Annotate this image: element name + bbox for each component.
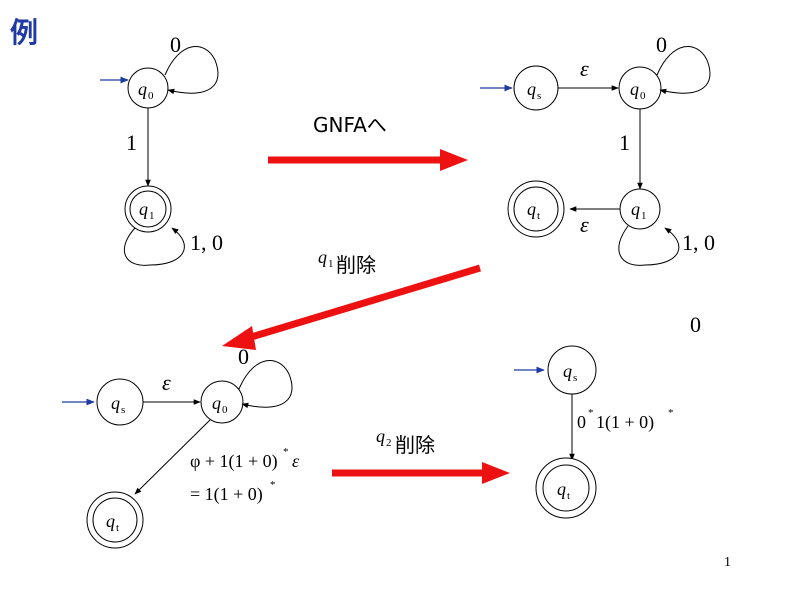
- state-q0-subscript: 0: [148, 90, 154, 102]
- state-qt-3-symbol: q: [106, 511, 115, 531]
- expr1-line2: = 1(1 + 0): [190, 484, 263, 505]
- label-to-gnfa: GNFAへ: [313, 113, 387, 137]
- final-expr-star1: *: [588, 407, 594, 419]
- label-remove-q2-subscript: 2: [386, 437, 392, 449]
- transform-arrow-remove-q1-head: [222, 326, 256, 350]
- state-qt-4-symbol: q: [557, 479, 566, 499]
- state-qs-3-subscript: s: [121, 404, 125, 416]
- state-qs-subscript: s: [537, 90, 541, 102]
- diagram-final: q s 0 * 1(1 + 0) * q t: [514, 345, 674, 519]
- state-q1-accept: q 1: [124, 185, 172, 233]
- final-expr-star2: *: [668, 407, 674, 419]
- self-loop-q1: [123, 227, 185, 266]
- state-q1-symbol: q: [139, 199, 148, 219]
- state-qt-symbol: q: [527, 199, 536, 219]
- final-expr-a: 0: [577, 412, 586, 432]
- diagram-after-q1-removal: q s ε q 0 0 φ + 1(1 + 0) * ε = 1(1 + 0) …: [62, 344, 300, 549]
- state-qs-4-symbol: q: [563, 361, 572, 381]
- state-q0-3-subscript: 0: [222, 404, 228, 416]
- label-edge-q0-qt-3: φ + 1(1 + 0) * ε = 1(1 + 0) *: [190, 446, 300, 505]
- state-qt-4-accept: q t: [535, 457, 597, 519]
- state-q1-gnfa: q 1: [619, 188, 661, 230]
- transform-arrow-remove-q2-head: [482, 462, 510, 484]
- label-remove-q2-text: 削除: [395, 433, 435, 457]
- state-q0-symbol: q: [138, 79, 147, 99]
- label-remove-q1: q 1 削除: [318, 247, 376, 277]
- state-q1-subscript: 1: [149, 210, 155, 222]
- diagram-original-nfa: q 0 0 1 q 1 1, 0: [100, 32, 223, 266]
- final-expr-b: 1(1 + 0): [596, 412, 654, 433]
- label-loop-q1: 1, 0: [190, 230, 223, 255]
- expr1-eps: ε: [292, 451, 300, 471]
- page-number: 1: [724, 555, 731, 570]
- label-loop-q0-3: 0: [238, 344, 249, 369]
- label-remove-q2-symbol: q: [376, 426, 385, 446]
- transform-arrow-gnfa-head: [440, 149, 468, 171]
- edge-q0-qt-3: [134, 419, 211, 495]
- expr1-star: *: [283, 446, 289, 458]
- label-edge-q0-q1: 1: [126, 130, 137, 155]
- state-q0-gnfa-symbol: q: [630, 79, 639, 99]
- label-loop-q0-zero: 0: [170, 32, 181, 57]
- state-qt-subscript: t: [537, 210, 540, 222]
- state-qs-3: q s: [96, 378, 144, 426]
- slide-title: 例: [10, 16, 38, 49]
- label-remove-q2: q 2 削除: [376, 426, 435, 457]
- label-loop-q0-gnfa: 0: [656, 32, 667, 57]
- label-remove-q1-text: 削除: [336, 253, 376, 277]
- self-loop-q0-gnfa: [656, 46, 711, 95]
- state-q1-gnfa-symbol: q: [631, 199, 640, 219]
- label-remove-q1-symbol: q: [318, 247, 327, 267]
- diagram-gnfa: q s ε q 0 0 1 q 1 1, 0 ε q t: [480, 32, 715, 266]
- transform-arrow-remove-q1: [246, 264, 482, 342]
- state-qs-4-subscript: s: [573, 372, 577, 384]
- state-qt-3-subscript: t: [116, 522, 119, 534]
- label-edge-qs-q0-3: ε: [162, 370, 171, 395]
- self-loop-q1-gnfa: [618, 225, 680, 266]
- state-qt-3-accept: q t: [86, 491, 144, 549]
- state-qs: q s: [513, 65, 559, 111]
- state-q0-gnfa: q 0: [618, 66, 662, 110]
- label-remove-q1-subscript: 1: [328, 258, 334, 270]
- state-q0-3-symbol: q: [212, 393, 221, 413]
- label-edge-q0-q1-gnfa: 1: [619, 130, 630, 155]
- state-q0: q 0: [127, 67, 169, 109]
- state-qt-accept: q t: [507, 180, 565, 238]
- stray-label-zero: 0: [690, 312, 701, 337]
- self-loop-q0-3: [238, 360, 293, 409]
- label-edge-qs-q0: ε: [580, 56, 589, 81]
- label-loop-q1-gnfa: 1, 0: [682, 230, 715, 255]
- expr1-line1: φ + 1(1 + 0): [190, 451, 278, 472]
- state-qs-3-symbol: q: [111, 393, 120, 413]
- label-edge-q1-qt: ε: [580, 212, 589, 237]
- state-q1-gnfa-subscript: 1: [641, 210, 647, 222]
- expr1-star2: *: [270, 479, 276, 491]
- label-edge-qs-qt-4: 0 * 1(1 + 0) *: [577, 407, 674, 433]
- self-loop-q0: [164, 46, 219, 95]
- state-qs-4: q s: [547, 345, 597, 395]
- state-q0-3: q 0: [200, 380, 244, 424]
- state-qs-symbol: q: [527, 79, 536, 99]
- state-q0-gnfa-subscript: 0: [640, 90, 646, 102]
- state-qt-4-subscript: t: [567, 490, 570, 502]
